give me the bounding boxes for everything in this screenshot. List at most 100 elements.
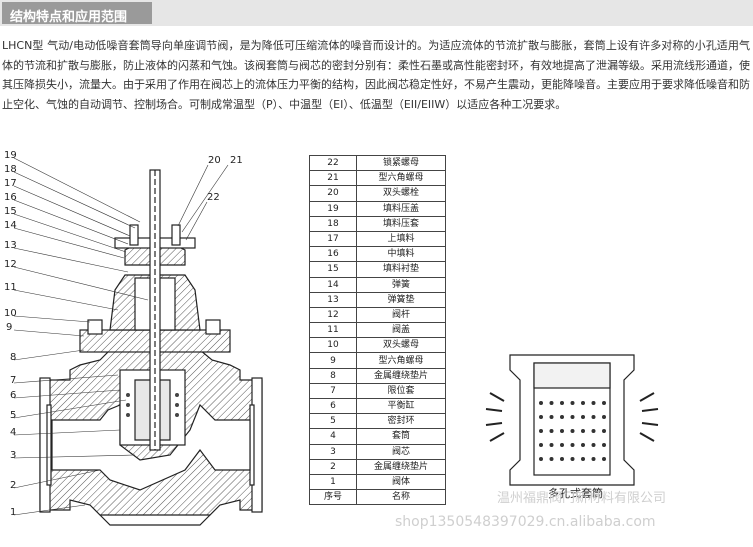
part-number: 3: [309, 443, 357, 460]
part-name: 上填料: [356, 230, 446, 248]
sleeve-hole: [581, 429, 585, 433]
sleeve-caption: 多孔式套筒: [548, 486, 603, 500]
callout-14: 14: [4, 220, 17, 231]
part-name: 填料压盖: [356, 200, 446, 217]
part-number: 2: [309, 458, 357, 475]
sleeve-hole: [539, 457, 543, 461]
callout-22: 22: [207, 192, 220, 203]
part-name: 双头螺栓: [356, 185, 446, 202]
sleeve-hole: [591, 415, 596, 419]
callout-9: 9: [6, 322, 12, 333]
part-number: 11: [309, 322, 357, 339]
sleeve-hole: [539, 443, 543, 447]
section-title: 结构特点和应用范围: [10, 10, 128, 25]
part-name: 双头螺母: [356, 337, 446, 354]
section-header-tab: 结构特点和应用范围: [2, 2, 152, 25]
description-text: LHCN型 气动/电动低噪音套筒导向单座调节阀，是为降低可压缩流体的噪音而设计的…: [2, 39, 750, 111]
part-name: 锁紧螺母: [356, 154, 446, 172]
part-number: 21: [309, 170, 357, 187]
callout-15: 15: [4, 206, 17, 217]
part-number: 22: [309, 154, 357, 172]
part-number: 14: [309, 276, 357, 293]
part-number: 18: [309, 215, 357, 232]
part-number: 5: [309, 413, 357, 430]
sleeve-hole: [591, 443, 596, 447]
sleeve-hole: [581, 401, 585, 405]
part-name: 金属缠绕垫片: [356, 458, 446, 475]
perforated-sleeve-diagram: 多孔式套筒: [485, 354, 659, 500]
sleeve-hole: [602, 443, 606, 447]
part-name: 平衡缸: [356, 397, 446, 415]
part-number: 12: [309, 306, 357, 324]
callout-7: 7: [10, 375, 16, 386]
part-name: 阀盖: [356, 322, 446, 339]
callout-18: 18: [4, 164, 17, 175]
part-name: 填料压套: [356, 215, 446, 232]
part-number: 10: [309, 337, 357, 354]
sleeve-hole: [560, 401, 564, 405]
callout-21: 21: [230, 155, 243, 166]
sleeve-hole: [539, 401, 543, 405]
sleeve-hole: [570, 443, 575, 447]
description-block: LHCN型 气动/电动低噪音套筒导向单座调节阀，是为降低可压缩流体的噪音而设计的…: [2, 36, 750, 114]
sleeve-hole: [549, 457, 554, 461]
callout-2: 2: [10, 480, 16, 491]
callout-3: 3: [10, 450, 16, 461]
sleeve-hole: [560, 457, 564, 461]
part-number: 4: [309, 428, 357, 445]
part-name: 中填料: [356, 246, 446, 263]
part-name: 型六角螺母: [356, 352, 446, 369]
part-name: 填料衬垫: [356, 261, 446, 278]
callout-8: 8: [10, 352, 16, 363]
part-number: 9: [309, 352, 357, 369]
part-name: 型六角螺母: [356, 170, 446, 187]
callout-19: 19: [4, 150, 17, 161]
part-number: 8: [309, 367, 357, 384]
part-number: 序号: [309, 489, 357, 506]
sleeve-hole: [549, 415, 554, 419]
sleeve-hole: [570, 401, 575, 405]
sleeve-hole: [539, 429, 543, 433]
part-name: 金属缠绕垫片: [356, 367, 446, 384]
sleeve-hole: [591, 429, 596, 433]
part-name: 限位套: [356, 382, 446, 400]
shop-watermark: shop1350548397029.cn.alibaba.com: [395, 514, 656, 530]
part-number: 19: [309, 200, 357, 217]
sleeve-hole: [591, 457, 596, 461]
sleeve-hole: [549, 429, 554, 433]
section-header-bar: 结构特点和应用范围: [0, 0, 753, 26]
part-number: 15: [309, 261, 357, 278]
sleeve-hole: [560, 429, 564, 433]
callout-16: 16: [4, 192, 17, 203]
part-number: 16: [309, 246, 357, 263]
sleeve-hole: [581, 457, 585, 461]
callout-1: 1: [10, 507, 16, 518]
sleeve-hole: [602, 457, 606, 461]
callout-6: 6: [10, 390, 16, 401]
sleeve-hole: [591, 401, 596, 405]
sleeve-hole: [602, 429, 606, 433]
callout-17: 17: [4, 178, 17, 189]
part-name: 密封环: [356, 413, 446, 430]
part-name: 名称: [356, 489, 446, 506]
part-name: 弹簧垫: [356, 291, 446, 308]
sleeve-hole: [570, 429, 575, 433]
